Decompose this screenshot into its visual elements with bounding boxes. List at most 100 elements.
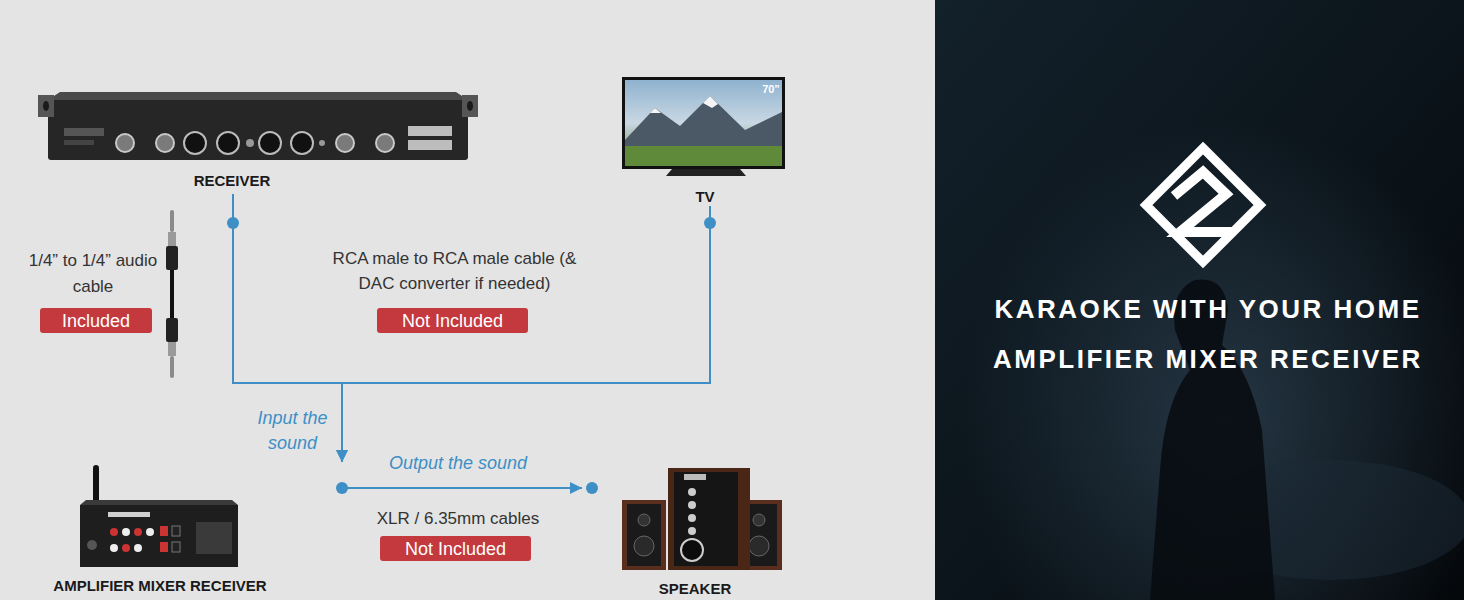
rca-jack [134, 528, 142, 536]
xlr-jack [291, 132, 313, 154]
device-label: AMPLIFIER MIXER RECEIVER [53, 577, 266, 595]
knob [688, 527, 696, 535]
sticker [408, 140, 452, 150]
receiver-body [48, 100, 468, 160]
device-label: TV [695, 188, 714, 206]
cable-note: 1/4” to 1/4” audio cable [28, 248, 158, 300]
plug-sleeve [168, 232, 176, 246]
power-panel [196, 522, 232, 554]
amp-body [80, 505, 238, 567]
receiver-illustration [38, 92, 478, 160]
connector-dot [586, 482, 598, 494]
plug-sleeve [168, 342, 176, 356]
rack-hole [43, 101, 49, 111]
woofer [634, 536, 654, 556]
jack [87, 540, 97, 550]
logo-diamond [1146, 148, 1260, 262]
bass-port [681, 539, 703, 561]
amp-sticker [108, 512, 150, 517]
tweeter [638, 514, 650, 526]
speaker-terminal [160, 526, 168, 536]
rca-jack [110, 544, 118, 552]
not-included-badge: Not Included [380, 536, 531, 561]
edge-label: Output the sound [358, 451, 558, 476]
signal-connector [346, 487, 582, 489]
plug-body [166, 246, 178, 270]
device-label: RECEIVER [194, 172, 271, 190]
rca-jack [134, 544, 142, 552]
speaker-illustration [622, 468, 782, 570]
brand-plate [684, 474, 706, 480]
cable-note: RCA male to RCA male cable (& DAC conver… [332, 246, 577, 296]
badge-text: Not Included [405, 538, 506, 560]
badge-text: Not Included [402, 310, 503, 332]
rack-ear [38, 95, 54, 117]
bnc-jack [156, 134, 174, 152]
cert-marks [64, 128, 104, 136]
bnc-jack [336, 134, 354, 152]
rca-jack [146, 528, 154, 536]
quarter-inch-jack [246, 139, 254, 147]
bnc-jack [116, 134, 134, 152]
amp-top [80, 500, 238, 505]
sticker [408, 126, 452, 136]
signal-connector [342, 206, 710, 462]
tweeter [753, 514, 765, 526]
receiver-top [48, 92, 468, 100]
snow [650, 108, 661, 113]
xlr-jack [259, 132, 281, 154]
panel-heading: KARAOKE WITH YOUR HOME AMPLIFIER MIXER R… [956, 284, 1460, 384]
device-label: SPEAKER [659, 580, 732, 598]
brand-logo [1146, 148, 1260, 262]
rack-hole [467, 101, 473, 111]
cable-note: XLR / 6.35mm cables [340, 507, 576, 531]
tv-screen [625, 80, 782, 166]
badge-text: Included [62, 310, 130, 332]
xlr-jack [217, 132, 239, 154]
satellite-speaker [622, 500, 666, 570]
power-jack [319, 140, 325, 146]
xlr-jack [184, 132, 206, 154]
audio-cable-illustration [166, 210, 178, 378]
mountains [625, 96, 782, 150]
signal-connector [233, 194, 342, 462]
subwoofer-front [674, 472, 738, 566]
logo-mark [1174, 172, 1232, 232]
tv-illustration [622, 77, 785, 176]
speaker-terminal [172, 526, 180, 536]
snow [703, 96, 718, 108]
receiver-device: RECEIVER [38, 88, 480, 194]
knob [688, 488, 696, 496]
tv-frame [622, 77, 785, 169]
plug-tip [170, 210, 174, 232]
rack-ear [462, 95, 478, 117]
amplifier-illustration [80, 465, 238, 567]
rca-jack [122, 544, 130, 552]
cable [170, 270, 174, 320]
plug-tip [170, 356, 174, 378]
subwoofer [668, 468, 750, 570]
left-ground [0, 0, 935, 600]
speaker-front [627, 504, 661, 566]
plug-body [166, 318, 178, 342]
speaker-device: SPEAKER [582, 462, 797, 600]
amplifier-device: AMPLIFIER MIXER RECEIVER [44, 462, 346, 596]
bnc-jack [376, 134, 394, 152]
knob [688, 514, 696, 522]
included-badge: Included [40, 308, 152, 333]
rca-jack [122, 528, 130, 536]
cert-marks [64, 140, 94, 145]
valley [625, 146, 782, 166]
speaker-terminal [160, 542, 168, 552]
speaker-terminal [172, 542, 180, 552]
not-included-badge: Not Included [377, 308, 528, 333]
tv-stand [666, 169, 746, 176]
knob [688, 501, 696, 509]
screen-size: 70” [756, 82, 786, 96]
edge-label: Input the sound [245, 406, 340, 456]
woofer [749, 536, 769, 556]
singer-silhouette [1150, 279, 1275, 600]
rca-jack [110, 528, 118, 536]
